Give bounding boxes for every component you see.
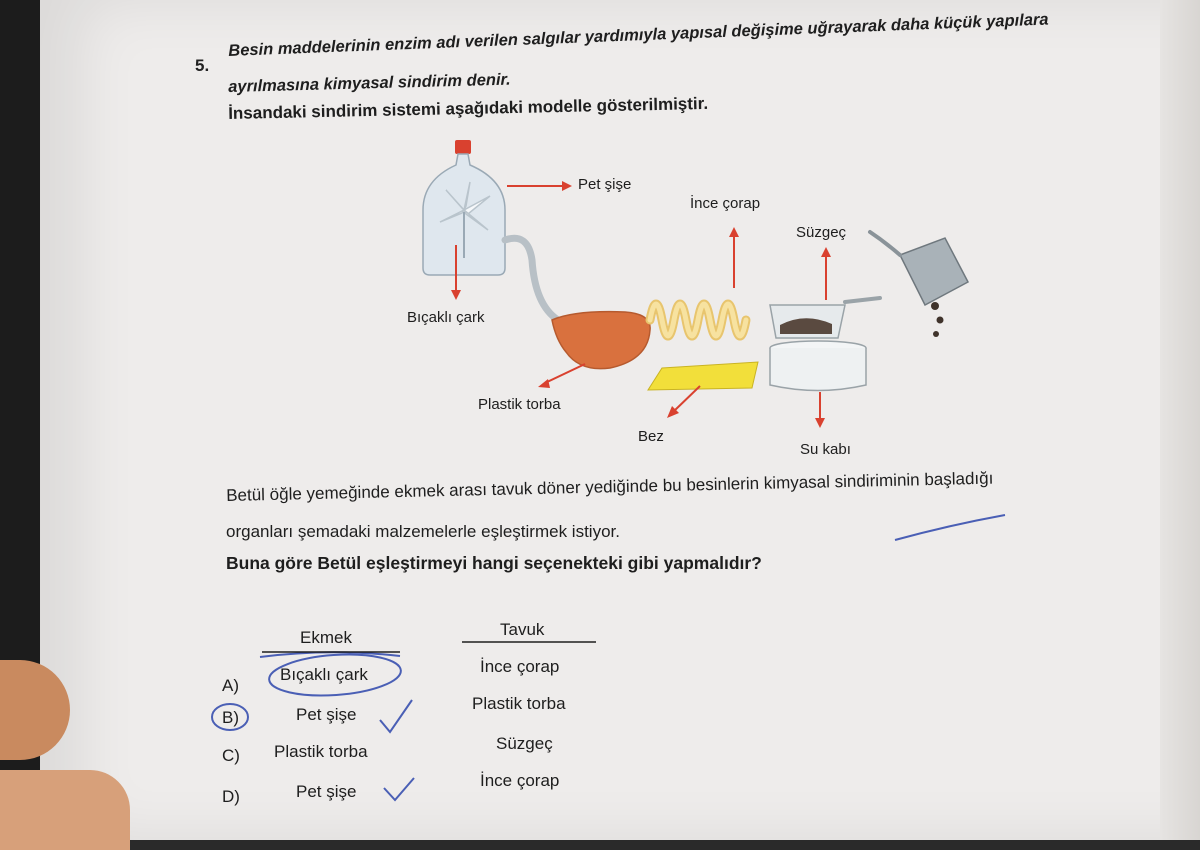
pen-circle-b (211, 703, 249, 731)
page-edge (1160, 0, 1200, 840)
esophagus-tube (501, 234, 562, 324)
table-header-tavuk: Tavuk (500, 620, 545, 639)
option-c-tavuk: Süzgeç (496, 734, 553, 753)
option-b-ekmek: Pet şişe (296, 705, 357, 724)
label-bicakli-cark: Bıçaklı çark (407, 309, 485, 326)
option-c-letter[interactable]: C) (222, 746, 240, 765)
finger-bottom (0, 770, 130, 850)
pen-underline (894, 514, 1006, 541)
label-pet-sise: Pet şişe (578, 176, 632, 193)
pet-bottle-icon (422, 140, 506, 276)
pen-circle-a (268, 653, 402, 697)
cloth-icon (647, 361, 759, 391)
strainer-icon (769, 296, 882, 339)
option-d-letter[interactable]: D) (222, 787, 240, 806)
option-b-tavuk: Plastik torba (472, 694, 566, 713)
scenario-line-2: organları şemadaki malzemelerle eşleştir… (226, 522, 620, 541)
question-number: 5. (195, 56, 210, 75)
scenario-prompt: Buna göre Betül eşleştirmeyi hangi seçen… (226, 553, 762, 573)
textbook-page (40, 0, 1200, 840)
option-c-ekmek: Plastik torba (274, 742, 368, 761)
option-a-tavuk: İnce çorap (480, 657, 560, 676)
option-d-ekmek: Pet şişe (296, 782, 357, 801)
water-bowl-icon (769, 340, 867, 392)
option-a-ekmek: Bıçaklı çark (280, 665, 368, 684)
option-d-tavuk: İnce çorap (480, 771, 560, 790)
option-a-letter[interactable]: A) (222, 676, 239, 695)
label-ince-corap: İnce çorap (690, 195, 761, 212)
pan-icon (868, 230, 970, 337)
label-bez: Bez (638, 428, 664, 445)
label-su-kabi: Su kabı (800, 441, 851, 458)
label-suzgec: Süzgeç (796, 224, 847, 241)
table-header-ekmek: Ekmek (300, 628, 352, 647)
option-b-letter[interactable]: B) (222, 708, 239, 727)
pen-checkmark-d (383, 777, 415, 802)
label-plastik-torba: Plastik torba (478, 396, 561, 413)
pen-checkmark-b (379, 699, 413, 734)
plastic-bag-stomach-icon (551, 310, 651, 370)
